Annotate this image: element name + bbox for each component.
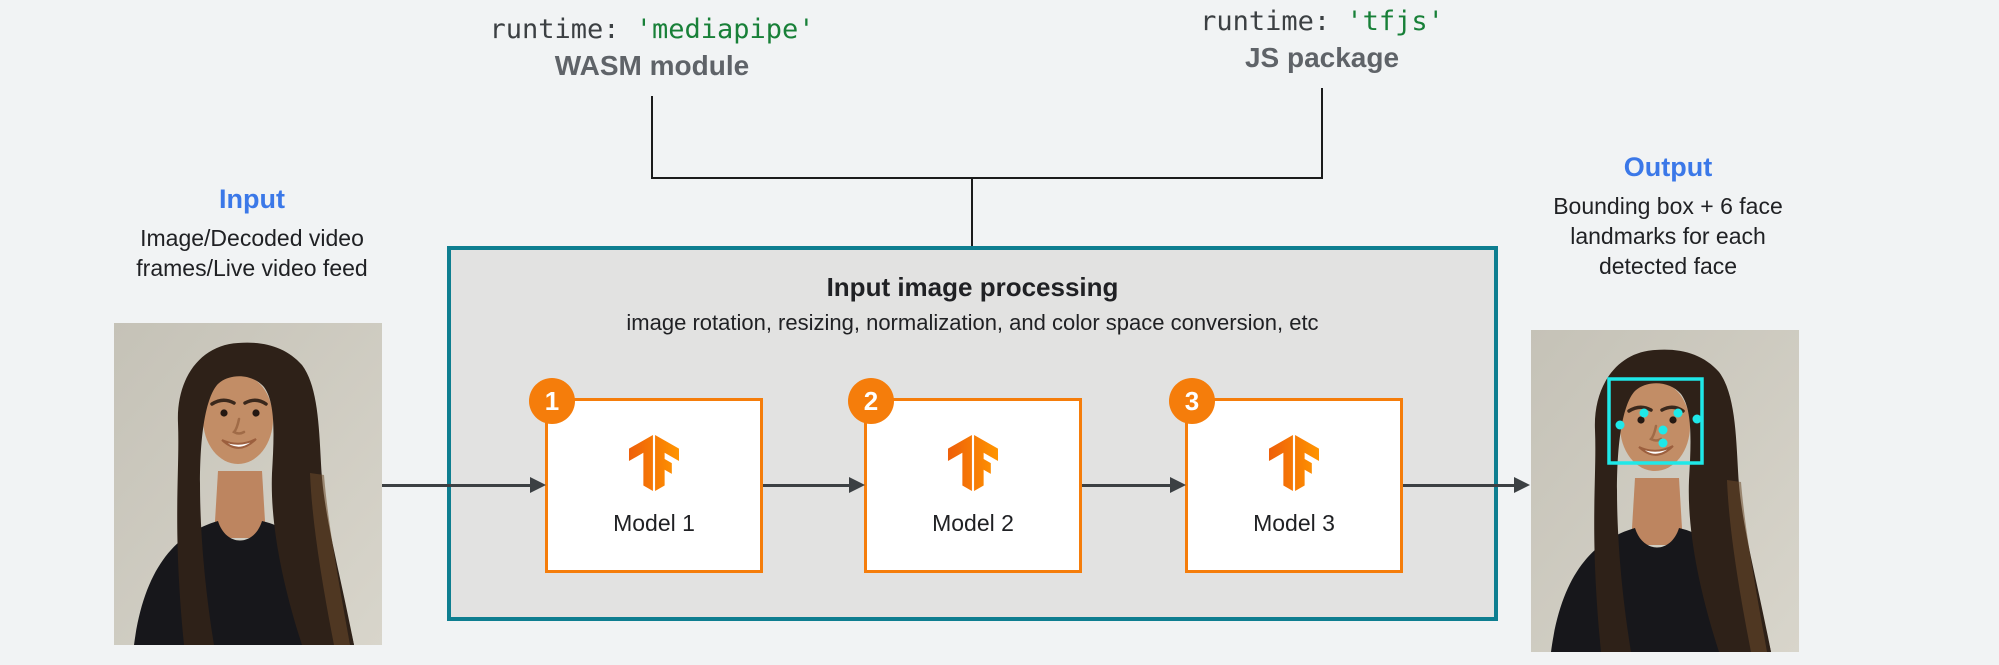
input-description-line: frames/Live video feed [136, 255, 368, 281]
tensorflow-logo-icon [1266, 433, 1322, 493]
model-2-box: 2 Model 2 [848, 378, 1082, 573]
face-detection-overlay [1607, 377, 1704, 465]
model-1-label: Model 1 [613, 510, 695, 536]
runtime-type-label-wasm: WASM module [554, 50, 750, 81]
face-landmark-dot [1658, 438, 1668, 448]
model-3-box: 3 Model 3 [1169, 378, 1403, 573]
flow-arrow-model2-to-model3 [1082, 484, 1171, 487]
input-photo [114, 323, 382, 645]
code-key: runtime: [489, 14, 636, 45]
output-description-line: Bounding box + 6 face [1553, 193, 1783, 219]
output-photo [1531, 330, 1799, 652]
code-snippet-mediapipe: runtime: 'mediapipe' [432, 14, 872, 45]
code-snippet-tfjs: runtime: 'tfjs' [1102, 6, 1542, 37]
face-landmark-dot [1658, 425, 1668, 435]
flow-arrowhead [530, 477, 546, 493]
code-value-mediapipe: 'mediapipe' [635, 14, 815, 45]
runtime-type-label-js: JS package [1244, 42, 1400, 73]
input-description-line: Image/Decoded video [140, 225, 364, 251]
input-title: Input [219, 184, 285, 214]
flow-arrow-input-to-model1 [382, 484, 531, 487]
flow-arrowhead [1170, 477, 1186, 493]
step-badge-1: 1 [529, 378, 575, 424]
output-title: Output [1623, 152, 1713, 182]
flow-arrow-model1-to-model2 [763, 484, 850, 487]
code-key: runtime: [1200, 6, 1347, 37]
connector-line-horizontal [651, 177, 1323, 179]
face-bounding-box [1607, 377, 1704, 465]
connector-line-center-drop [971, 179, 973, 246]
flow-arrow-model3-to-output [1403, 484, 1515, 487]
face-landmark-dot [1615, 420, 1625, 430]
output-label-block: Output Bounding box + 6 face landmarks f… [1518, 152, 1818, 281]
connector-line-left-drop [651, 96, 653, 177]
tensorflow-logo-icon [626, 433, 682, 493]
model-2-label: Model 2 [932, 510, 1014, 536]
step-badge-2: 2 [848, 378, 894, 424]
face-landmark-dot [1639, 408, 1649, 418]
flow-arrowhead [849, 477, 865, 493]
panel-subtitle: image rotation, resizing, normalization,… [626, 310, 1319, 335]
model-1-box: 1 Model 1 [529, 378, 763, 573]
code-value-tfjs: 'tfjs' [1346, 6, 1444, 37]
face-landmark-dot [1692, 414, 1702, 424]
runtime-option-tfjs: runtime: 'tfjs' JS package [1102, 6, 1542, 74]
runtime-option-mediapipe: runtime: 'mediapipe' WASM module [432, 14, 872, 82]
tensorflow-logo-icon [945, 433, 1001, 493]
panel-title: Input image processing [826, 272, 1119, 302]
output-description-line: detected face [1598, 253, 1738, 279]
face-landmark-dot [1673, 408, 1683, 418]
output-description-line: landmarks for each [1570, 223, 1766, 249]
flow-arrowhead [1514, 477, 1530, 493]
connector-line-right-drop [1321, 88, 1323, 177]
input-label-block: Input Image/Decoded video frames/Live vi… [102, 184, 402, 283]
model-3-label: Model 3 [1253, 510, 1335, 536]
step-badge-3: 3 [1169, 378, 1215, 424]
